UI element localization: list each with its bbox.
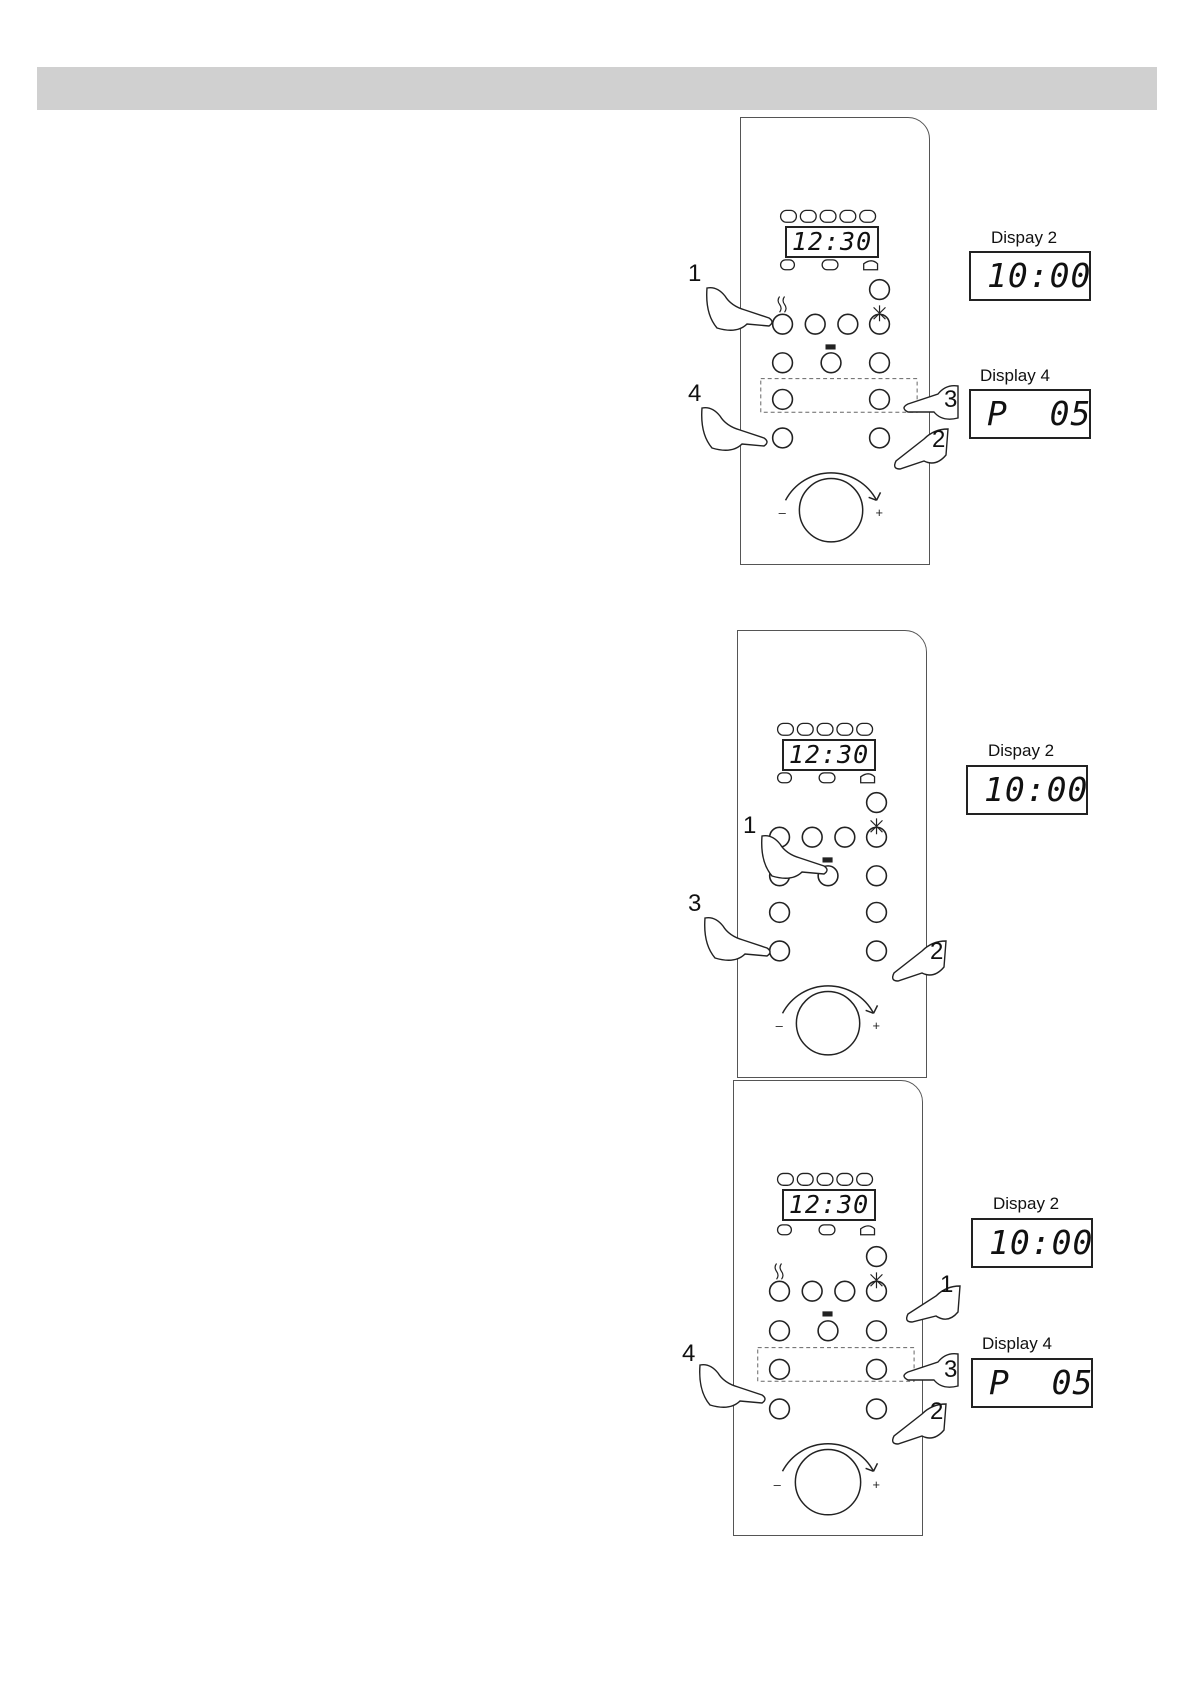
start-button xyxy=(868,427,891,449)
pointing-hand-icon xyxy=(893,428,949,470)
step-number: 1 xyxy=(688,260,702,287)
button-symbols xyxy=(777,296,886,350)
display-label: Dispay 2 xyxy=(988,741,1055,760)
power-adjust-frame xyxy=(760,378,918,413)
panel-clock-display: 12:30 xyxy=(785,226,879,258)
dial xyxy=(784,472,882,543)
step-number: 2 xyxy=(930,938,944,965)
display-label: Dispay 2 xyxy=(991,228,1058,247)
step-number: 3 xyxy=(944,1356,958,1383)
minus-power-button xyxy=(768,901,791,924)
control-dial xyxy=(798,477,864,543)
microwave-button xyxy=(768,1280,791,1302)
step-number: 1 xyxy=(743,812,757,839)
top-grill-button xyxy=(868,352,891,374)
microwave-button xyxy=(771,313,794,335)
step-number: 3 xyxy=(944,386,958,413)
pointing-hand-icon xyxy=(891,1403,947,1445)
minus-power-button xyxy=(771,388,794,411)
buttons xyxy=(768,1245,888,1420)
display-readout: 10:00 xyxy=(966,765,1088,815)
grill-meat-button xyxy=(801,826,823,848)
display-readout: 10:00 xyxy=(969,251,1091,301)
dial-plus-label: + xyxy=(876,505,884,520)
dial-minus-label: – xyxy=(779,505,787,520)
mode-icon-row xyxy=(776,722,874,736)
display-readout: P 05 xyxy=(969,389,1091,439)
start-button xyxy=(865,1398,888,1420)
mode-icon-row xyxy=(776,1172,874,1186)
crisp-button xyxy=(834,826,856,848)
mode-icon-row xyxy=(779,209,877,223)
plus-power-button xyxy=(865,1358,888,1381)
step-number: 4 xyxy=(682,1340,696,1367)
minus-power-button xyxy=(768,1358,791,1381)
control-panel-1: – + 12:30 xyxy=(740,117,930,565)
top-grill-button xyxy=(865,865,888,887)
indicator-icon-row xyxy=(779,259,879,271)
pointing-hand-icon xyxy=(706,286,773,331)
step-number: 3 xyxy=(688,890,702,917)
button-symbols xyxy=(774,1263,883,1317)
display-label: Display 4 xyxy=(982,1334,1052,1353)
step-number: 2 xyxy=(932,426,946,453)
panel-clock-display: 12:30 xyxy=(782,739,876,771)
stop-button xyxy=(768,1398,791,1420)
display-label: Dispay 2 xyxy=(993,1194,1060,1213)
start-button xyxy=(865,940,888,962)
grill-button xyxy=(768,1320,791,1342)
grill-button xyxy=(771,352,794,374)
buttons xyxy=(771,278,891,449)
grill-meat-button xyxy=(804,313,826,335)
indicator-icon-row xyxy=(776,1224,876,1236)
pointing-hand-icon xyxy=(701,406,768,451)
crisp-button xyxy=(837,313,859,335)
control-dial xyxy=(794,1448,862,1516)
timer-button xyxy=(868,278,891,301)
display-label: Display 4 xyxy=(980,366,1050,385)
pointing-hand-icon xyxy=(903,1352,959,1388)
pointing-hand-icon xyxy=(704,916,771,961)
control-panel-drawing-1: – + xyxy=(760,209,918,543)
dial xyxy=(781,985,879,1056)
pointing-hand-icon xyxy=(761,834,828,879)
combi-button xyxy=(817,1320,839,1342)
step-number: 4 xyxy=(688,380,702,407)
button-symbols xyxy=(822,818,883,863)
combi-button xyxy=(820,352,842,374)
dial-plus-label: + xyxy=(873,1477,881,1492)
dial xyxy=(781,1443,879,1516)
step-number: 1 xyxy=(940,1271,954,1298)
section-header-bar xyxy=(37,67,1157,110)
display-readout: 10:00 xyxy=(971,1218,1093,1268)
control-panel-drawing-3: – + xyxy=(757,1172,915,1516)
grill-meat-button xyxy=(801,1280,823,1302)
control-dial xyxy=(795,990,861,1056)
dial-minus-label: – xyxy=(774,1477,782,1492)
plus-power-button xyxy=(868,388,891,411)
pointing-hand-icon xyxy=(891,940,947,982)
panel-clock-display: 12:30 xyxy=(782,1189,876,1221)
control-panel-3: – + 12:30 xyxy=(733,1080,923,1536)
timer-button xyxy=(865,791,888,814)
pointing-hand-icon xyxy=(903,384,959,420)
step-number: 2 xyxy=(930,1398,944,1425)
stop-button xyxy=(771,427,794,449)
pointing-hand-icon xyxy=(905,1285,961,1323)
timer-button xyxy=(865,1245,888,1268)
indicator-icon-row xyxy=(776,772,876,784)
top-grill-button xyxy=(865,1320,888,1342)
crisp-button xyxy=(834,1280,856,1302)
power-adjust-frame xyxy=(757,1347,915,1382)
plus-power-button xyxy=(865,901,888,924)
dial-plus-label: + xyxy=(873,1018,881,1033)
pointing-hand-icon xyxy=(699,1363,766,1408)
display-readout: P 05 xyxy=(971,1358,1093,1408)
dial-minus-label: – xyxy=(776,1018,784,1033)
